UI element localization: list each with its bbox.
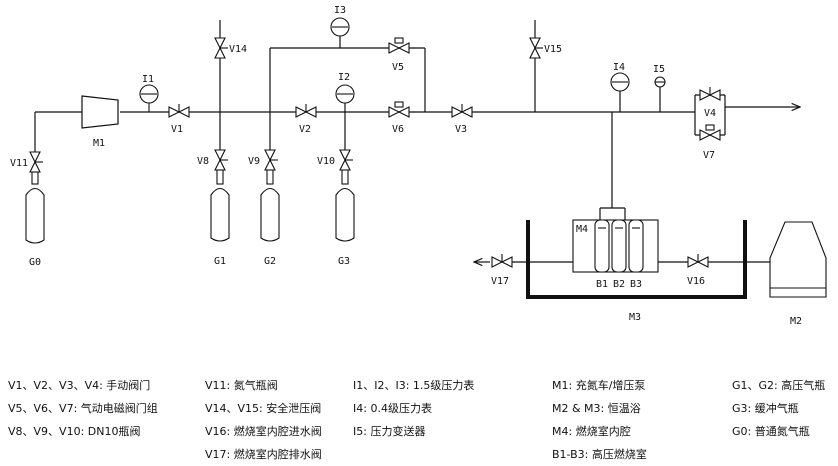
legend-item: M4: 燃烧室内腔: [552, 425, 631, 438]
label-m1: M1: [93, 138, 105, 149]
valve-v11-icon[interactable]: [29, 151, 43, 173]
label-b1: B1: [596, 279, 608, 290]
cylinder-g2-icon: [260, 169, 280, 242]
valve-v8-icon[interactable]: [214, 149, 228, 171]
legend-item: V14、V15: 安全泄压阀: [205, 402, 322, 415]
pipe-lines: [34, 20, 800, 262]
bath-m2-icon: [769, 221, 827, 298]
compressor-m1-icon: [81, 95, 119, 129]
label-i3: I3: [334, 5, 346, 16]
system-diagram: V11 G0 M1 I1 V1 V14 V8 G1 V9 G2 V2 I3 I2…: [10, 5, 827, 327]
valve-v4-icon[interactable]: [699, 87, 721, 101]
label-g3: G3: [338, 256, 350, 267]
valve-v3-icon[interactable]: [451, 104, 473, 118]
valve-v16-icon[interactable]: [687, 254, 709, 268]
label-v14: V14: [229, 44, 247, 55]
label-v7: V7: [703, 150, 715, 161]
label-v11: V11: [10, 158, 28, 169]
label-i1: I1: [142, 74, 154, 85]
legend-item: V16: 燃烧室内腔进水阀: [205, 425, 322, 438]
label-m2: M2: [790, 316, 802, 327]
valve-v10-icon[interactable]: [339, 149, 353, 171]
label-v10: V10: [317, 156, 335, 167]
legend-item: I4: 0.4级压力表: [353, 402, 432, 415]
legend-item: G3: 缓冲气瓶: [732, 402, 799, 415]
gauge-i2-icon: [335, 84, 355, 104]
legend-item: M2 & M3: 恒温浴: [552, 402, 641, 415]
gauge-i4-icon: [610, 72, 630, 92]
label-g2: G2: [264, 256, 276, 267]
label-b3: B3: [630, 279, 642, 290]
legend-col3: I1、I2、I3: 1.5级压力表 I4: 0.4级压力表 I5: 压力变送器: [353, 374, 474, 443]
label-b2: B2: [613, 279, 625, 290]
legend-item: V11: 氮气瓶阀: [205, 379, 278, 392]
gauge-i3-icon: [330, 17, 350, 37]
gauge-i1-icon: [139, 84, 159, 112]
legend-item: V8、V9、V10: DN10瓶阀: [8, 425, 141, 438]
legend-item: G0: 普通氮气瓶: [732, 425, 810, 438]
transmitter-i5-icon: [654, 76, 666, 88]
cylinder-g3-icon: [335, 169, 355, 242]
label-v8: V8: [197, 156, 209, 167]
label-m4: M4: [576, 224, 588, 235]
cylinder-g1-icon: [210, 169, 230, 242]
label-v4: V4: [704, 108, 716, 119]
label-m3: M3: [629, 312, 641, 323]
valve-v9-icon[interactable]: [264, 149, 278, 171]
cylinder-g0-icon: [25, 171, 45, 244]
valve-v7-icon[interactable]: [699, 124, 721, 141]
label-v9: V9: [248, 156, 260, 167]
valve-v17-icon[interactable]: [491, 254, 513, 268]
label-v3: V3: [455, 124, 467, 135]
label-v1: V1: [171, 124, 183, 135]
legend-item: G1、G2: 高压气瓶: [732, 379, 826, 392]
legend-col5: G1、G2: 高压气瓶 G3: 缓冲气瓶 G0: 普通氮气瓶: [732, 374, 825, 443]
label-v2: V2: [299, 124, 311, 135]
label-v17: V17: [491, 276, 509, 287]
legend-item: V5、V6、V7: 气动电磁阀门组: [8, 402, 158, 415]
legend-item: B1-B3: 高压燃烧室: [552, 448, 647, 461]
label-g0: G0: [29, 257, 41, 268]
bath-m3-icon: [526, 220, 747, 299]
label-i4: I4: [613, 62, 625, 73]
valve-v5-icon[interactable]: [388, 37, 410, 54]
legend-col2: V11: 氮气瓶阀 V14、V15: 安全泄压阀 V16: 燃烧室内腔进水阀 V…: [205, 374, 322, 466]
label-i5: I5: [653, 64, 665, 75]
label-v5: V5: [392, 62, 404, 73]
legend-item: I1、I2、I3: 1.5级压力表: [353, 379, 475, 392]
valve-v6-icon[interactable]: [388, 101, 410, 118]
legend-item: V17: 燃烧室内腔排水阀: [205, 448, 322, 461]
valve-v14-icon[interactable]: [214, 37, 228, 59]
label-v16: V16: [687, 276, 705, 287]
valve-v15-icon[interactable]: [529, 37, 543, 59]
legend-col1: V1、V2、V3、V4: 手动阀门 V5、V6、V7: 气动电磁阀门组 V8、V…: [8, 374, 158, 443]
label-v6: V6: [392, 124, 404, 135]
legend-col4: M1: 充氮车/增压泵 M2 & M3: 恒温浴 M4: 燃烧室内腔 B1-B3…: [552, 374, 647, 466]
valve-v1-icon[interactable]: [168, 104, 190, 118]
legend-item: I5: 压力变送器: [353, 425, 426, 438]
label-i2: I2: [338, 72, 350, 83]
chamber-m4-icon: [572, 219, 659, 273]
label-v15: V15: [544, 44, 562, 55]
label-g1: G1: [214, 256, 226, 267]
legend-item: V1、V2、V3、V4: 手动阀门: [8, 379, 151, 392]
valve-v2-icon[interactable]: [295, 104, 317, 118]
legend-item: M1: 充氮车/增压泵: [552, 379, 646, 392]
